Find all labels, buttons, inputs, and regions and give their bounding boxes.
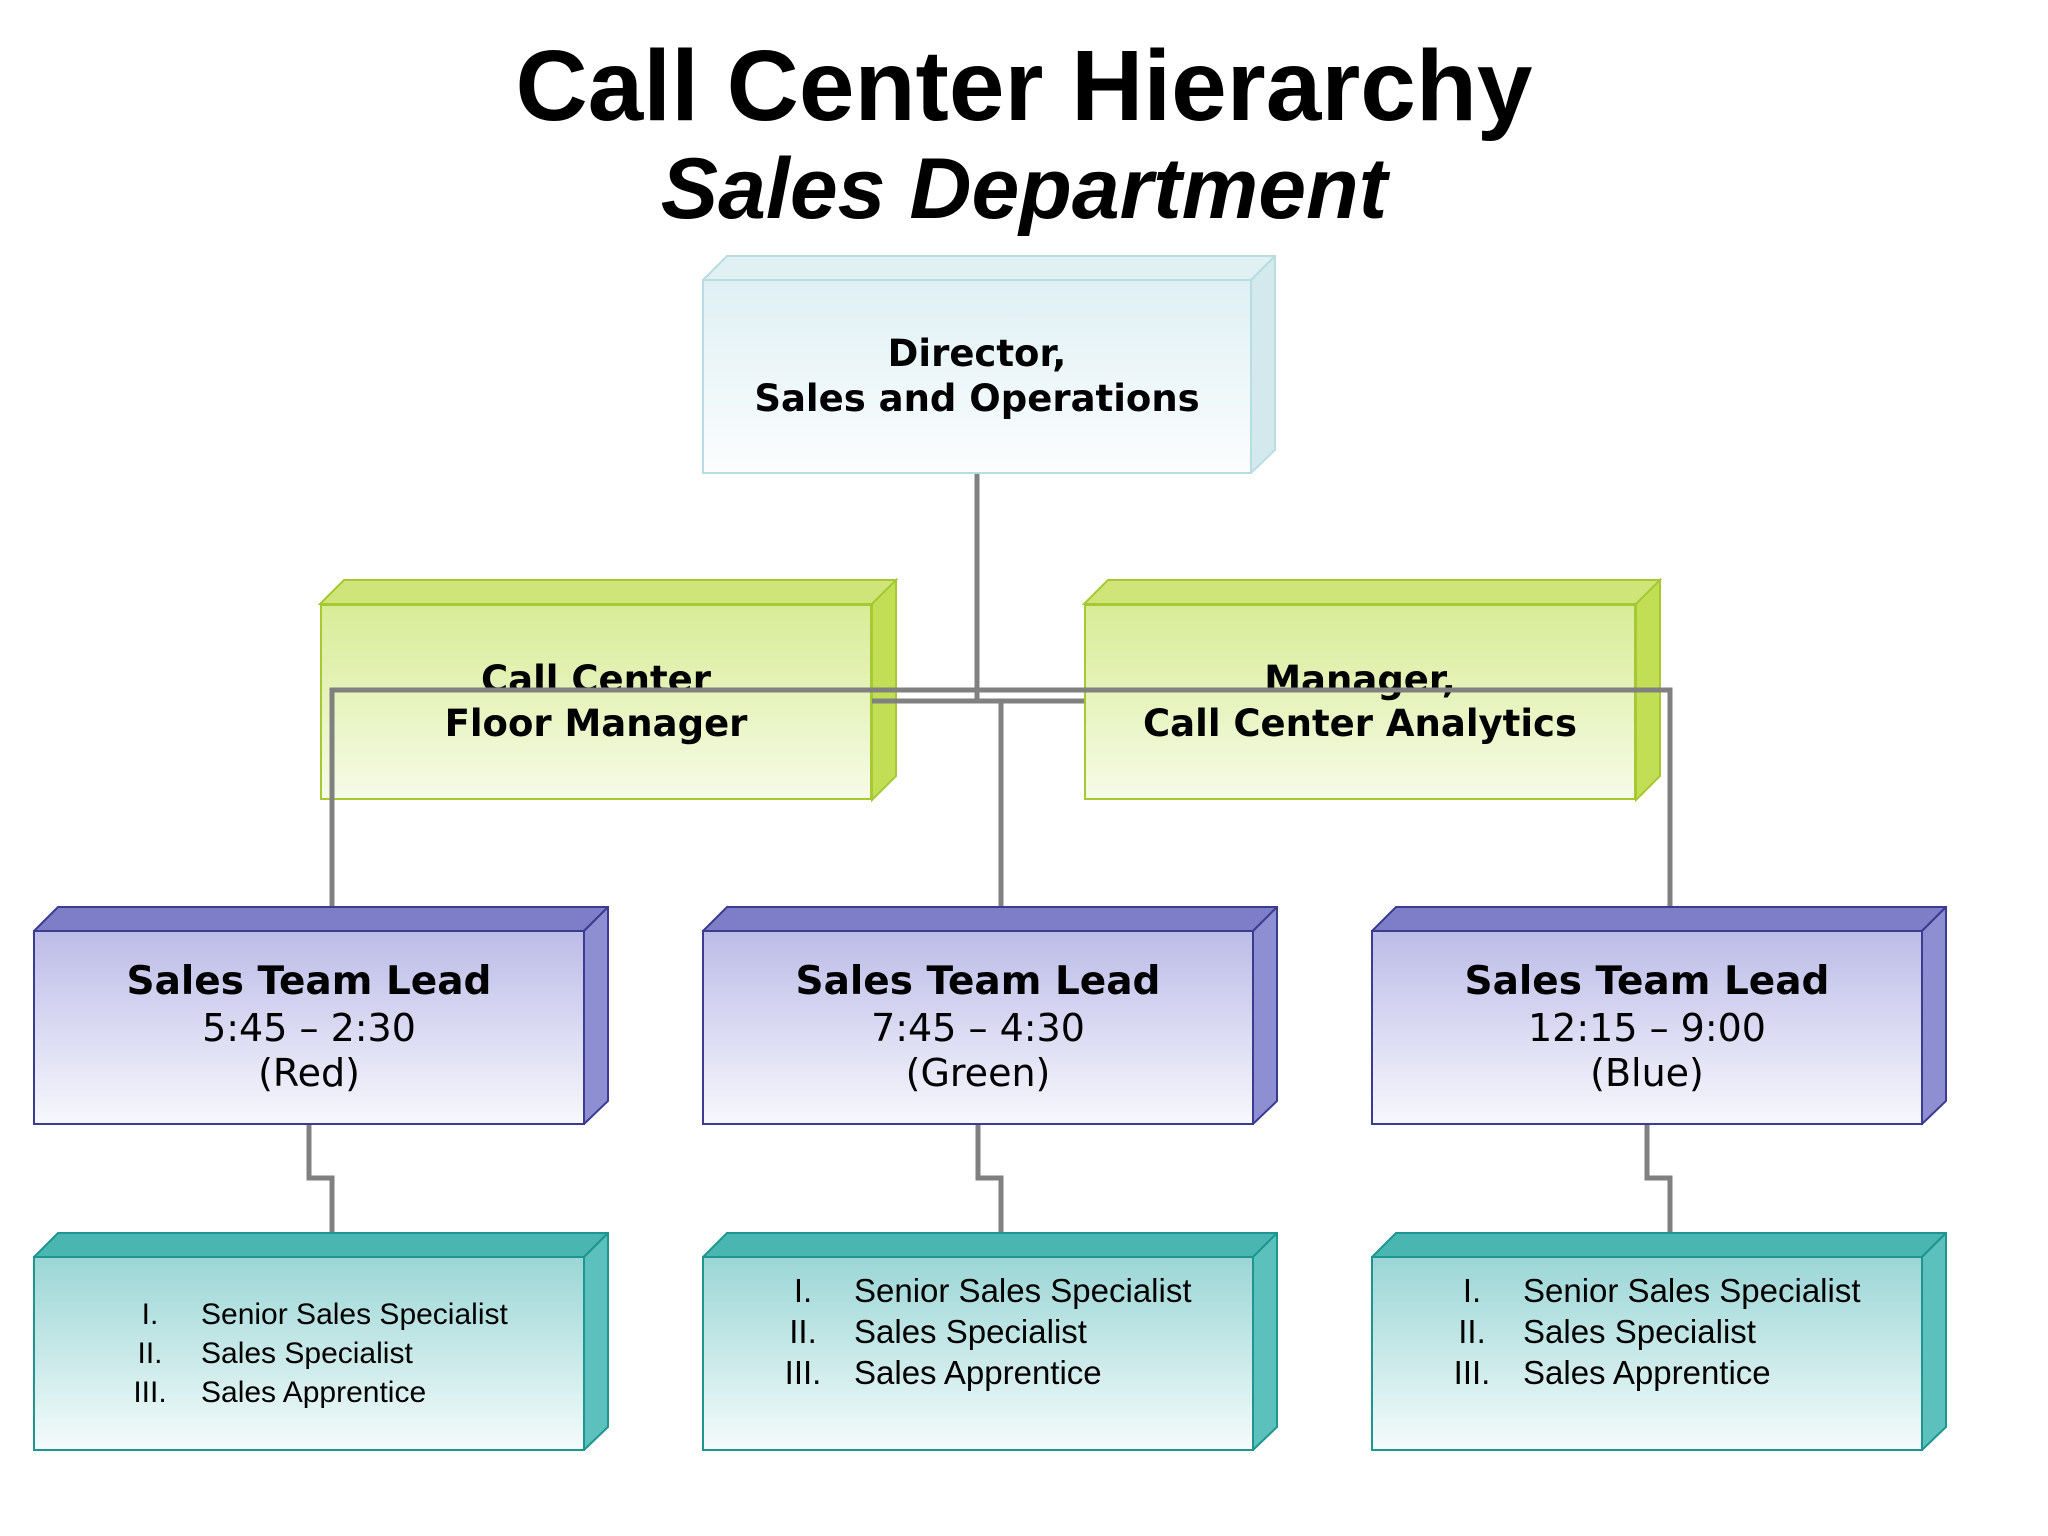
list-item-role: Sales Specialist — [1523, 1312, 1756, 1350]
manager-box-front: Manager, Call Center Analytics — [1084, 604, 1636, 800]
list-item-number: I. — [793, 1271, 813, 1309]
chart-title: Call Center Hierarchy — [515, 30, 1533, 142]
lead-title: Sales Team Lead — [1464, 959, 1830, 1005]
lead-hours: 7:45 – 4:30 — [871, 1006, 1085, 1051]
manager-title-line2: Call Center Analytics — [1143, 702, 1577, 745]
team-box-front: I. Senior Sales Specialist II. Sales Speci… — [702, 1256, 1254, 1451]
lead-box-green: Sales Team Lead 7:45 – 4:30 (Green) — [702, 906, 1278, 1125]
manager-title-line2: Floor Manager — [444, 702, 748, 745]
lead-box-front: Sales Team Lead 7:45 – 4:30 (Green) — [702, 930, 1254, 1125]
director-title-line1: Director, — [887, 332, 1067, 376]
lead-shift: (Blue) — [1590, 1050, 1704, 1095]
list-item: II. Sales Specialist — [752, 1311, 1252, 1352]
list-item: II. Sales Specialist — [1421, 1311, 1921, 1352]
list-item-number: III. — [784, 1354, 822, 1392]
team-role-list: I. Senior Sales Specialist II. Sales Speci… — [752, 1270, 1252, 1394]
lead-hours: 5:45 – 2:30 — [202, 1006, 416, 1051]
lead-box-depth — [702, 906, 1278, 1125]
connector-lead-to-team-red — [306, 1124, 335, 1232]
manager-box-floor-manager: Call Center Floor Manager — [320, 580, 896, 800]
lead-shift: (Green) — [905, 1050, 1051, 1095]
connector-lead-to-team-blue — [1644, 1124, 1673, 1232]
list-item-number: I. — [1462, 1271, 1482, 1309]
list-item-number: II. — [137, 1337, 163, 1370]
chart-subtitle: Sales Department — [660, 141, 1388, 237]
lead-hours: 12:15 – 9:00 — [1527, 1006, 1766, 1051]
manager-box-analytics: Manager, Call Center Analytics — [1084, 580, 1660, 800]
team-box-red: I. Senior Sales Specialist II. Sales Speci… — [33, 1232, 609, 1451]
list-item-role: Sales Specialist — [854, 1312, 1087, 1350]
lead-box-front: Sales Team Lead 5:45 – 2:30 (Red) — [33, 930, 585, 1125]
list-item-role: Sales Specialist — [201, 1337, 413, 1370]
manager-title-line1: Manager, — [1264, 657, 1456, 701]
team-box-green: I. Senior Sales Specialist II. Sales Speci… — [702, 1232, 1278, 1451]
director-box: Director, Sales and Operations — [702, 255, 1276, 474]
list-item-role: Senior Sales Specialist — [1523, 1271, 1861, 1309]
list-item-number: II. — [1458, 1312, 1486, 1350]
list-item: I. Senior Sales Specialist — [1421, 1270, 1921, 1311]
team-box-blue: I. Senior Sales Specialist II. Sales Speci… — [1371, 1232, 1947, 1451]
connector-lead-to-team-green — [975, 1124, 1004, 1232]
list-item: III. Sales Apprentice — [1421, 1352, 1921, 1393]
connector-to-lead-red — [329, 687, 872, 906]
lead-box-red: Sales Team Lead 5:45 – 2:30 (Red) — [33, 906, 609, 1125]
lead-box-blue: Sales Team Lead 12:15 – 9:00 (Blue) — [1371, 906, 1947, 1125]
list-item-role: Sales Apprentice — [201, 1376, 427, 1409]
director-box-depth — [702, 255, 1276, 474]
manager-box-front: Call Center Floor Manager — [320, 604, 872, 800]
lead-title: Sales Team Lead — [126, 959, 492, 1005]
list-item-number: III. — [133, 1376, 167, 1409]
team-box-front: I. Senior Sales Specialist II. Sales Speci… — [33, 1256, 585, 1451]
list-item-number: III. — [1453, 1354, 1491, 1392]
list-item-role: Senior Sales Specialist — [201, 1298, 508, 1331]
list-item-role: Senior Sales Specialist — [854, 1271, 1192, 1309]
director-box-front: Director, Sales and Operations — [702, 279, 1252, 474]
lead-box-front: Sales Team Lead 12:15 – 9:00 (Blue) — [1371, 930, 1923, 1125]
list-item: II. Sales Specialist — [99, 1334, 583, 1373]
director-title-line2: Sales and Operations — [754, 376, 1200, 420]
list-item: III. Sales Apprentice — [99, 1373, 583, 1412]
team-role-list: I. Senior Sales Specialist II. Sales Speci… — [1421, 1270, 1921, 1394]
manager-title-line1: Call Center — [481, 657, 711, 701]
lead-box-depth — [33, 906, 609, 1125]
list-item-number: I. — [141, 1298, 159, 1331]
list-item: I. Senior Sales Specialist — [752, 1270, 1252, 1311]
connector-paths — [306, 474, 1673, 1232]
list-item-role: Sales Apprentice — [1523, 1354, 1771, 1392]
lead-shift: (Red) — [258, 1050, 360, 1095]
list-item-number: II. — [789, 1312, 817, 1350]
lead-title: Sales Team Lead — [795, 959, 1161, 1005]
team-role-list: I. Senior Sales Specialist II. Sales Speci… — [99, 1295, 583, 1412]
list-item-role: Sales Apprentice — [854, 1354, 1102, 1392]
team-box-front: I. Senior Sales Specialist II. Sales Speci… — [1371, 1256, 1923, 1451]
connector-to-lead-blue — [1084, 687, 1673, 906]
list-item: I. Senior Sales Specialist — [99, 1295, 583, 1334]
team-box-depth — [702, 1232, 1278, 1451]
list-item: III. Sales Apprentice — [752, 1352, 1252, 1393]
manager-box-depth — [317, 577, 1663, 803]
